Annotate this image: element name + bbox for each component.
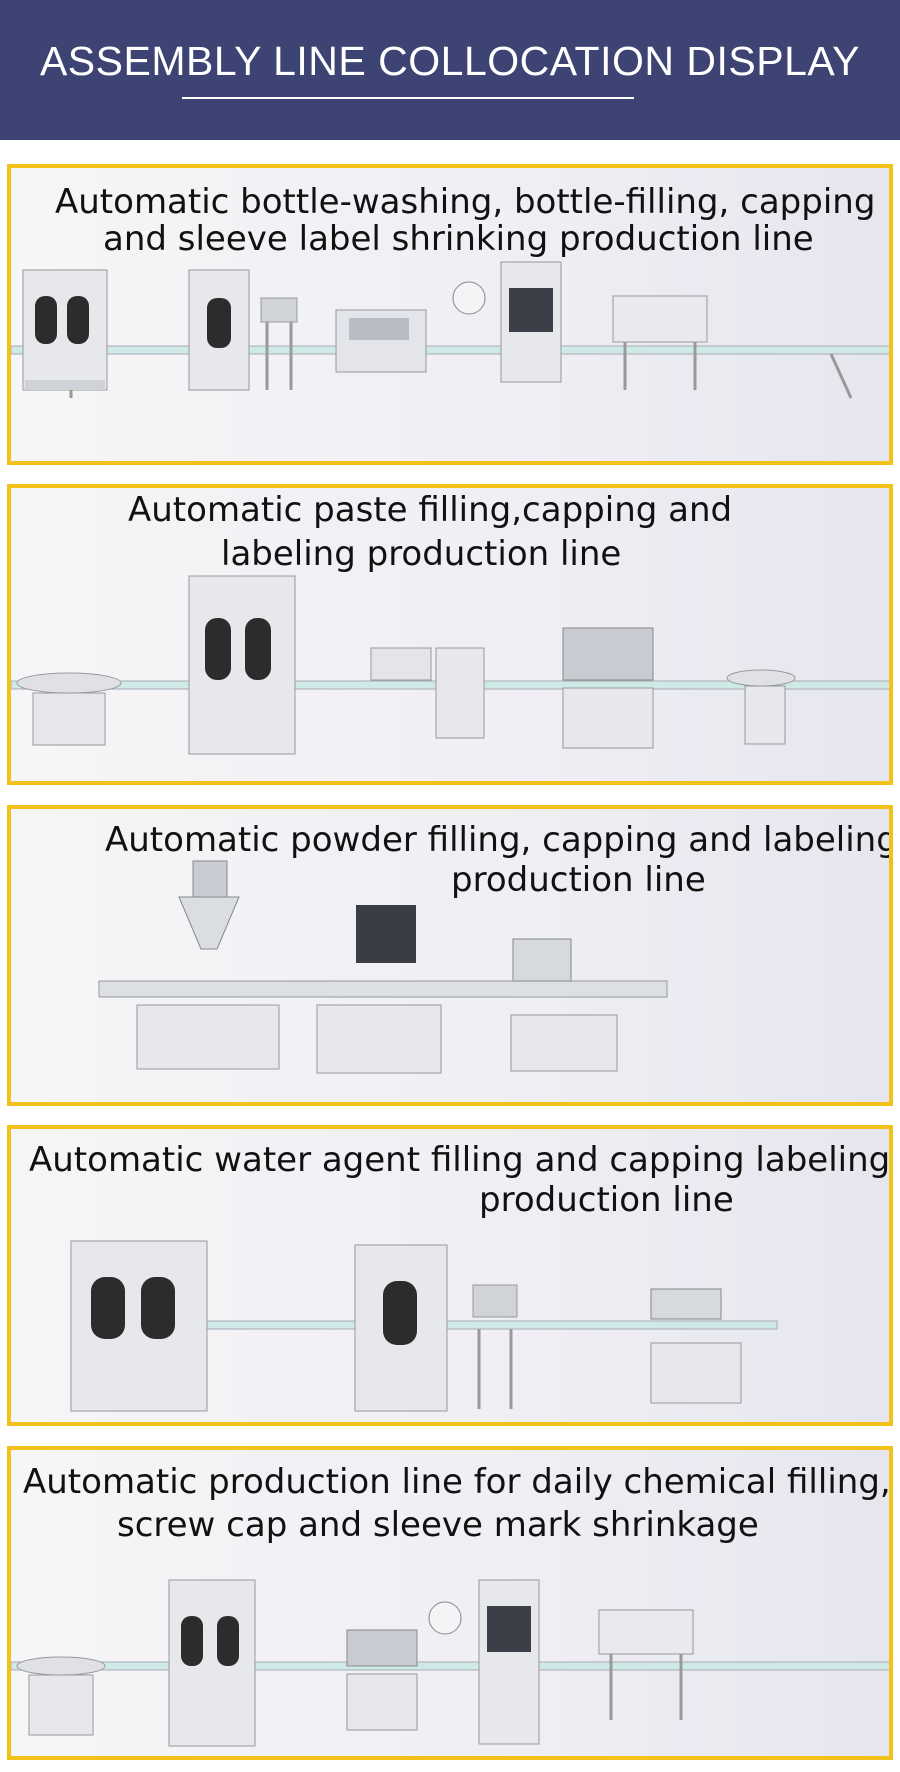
production-line-illustration: [70, 1240, 778, 1412]
production-line-panel-1: Automatic bottle-washing, bottle-filling…: [7, 164, 893, 465]
production-line-illustration: [11, 1579, 889, 1747]
labeling-machine-icon: [452, 261, 562, 383]
turntable-icon: [16, 672, 122, 746]
panel-title-line-1: Automatic powder filling, capping and la…: [105, 820, 893, 860]
panel-title-line-2: production line: [451, 860, 706, 900]
capping-machine-icon: [354, 1244, 448, 1412]
panel-title-line-1: Automatic paste filling,capping and: [128, 490, 733, 530]
turntable-icon: [726, 669, 796, 745]
page-title: ASSEMBLY LINE COLLOCATION DISPLAY: [39, 38, 861, 84]
panel-title-line-2: screw cap and sleeve mark shrinkage: [117, 1505, 759, 1545]
capping-machine-icon: [335, 309, 427, 373]
filling-machine-icon: [22, 269, 108, 391]
shrink-tunnel-icon: [612, 295, 708, 390]
cap-feeder-icon: [472, 1284, 518, 1409]
panel-title-line-1: Automatic bottle-washing, bottle-filling…: [55, 182, 876, 222]
labeling-machine-icon: [650, 1288, 742, 1404]
panel-title-line-2: production line: [479, 1180, 734, 1220]
production-line-illustration: [98, 860, 668, 1074]
capping-machine-icon: [370, 647, 485, 739]
capping-machine-icon: [346, 1629, 418, 1731]
panel-title-line-1: Automatic production line for daily chem…: [23, 1462, 891, 1502]
shrink-tunnel-icon: [598, 1609, 694, 1720]
powder-filler-icon: [136, 860, 280, 1070]
filling-machine-icon: [70, 1240, 208, 1412]
production-line-panel-3: Automatic powder filling, capping and la…: [7, 805, 893, 1106]
panel-title-line-2: and sleeve label shrinking production li…: [103, 219, 814, 259]
labeling-machine-icon: [428, 1579, 540, 1745]
panel-title-line-2: labeling production line: [221, 534, 622, 574]
cap-feeder-icon: [260, 297, 298, 390]
production-line-illustration: [11, 575, 889, 755]
conveyor-icon: [11, 345, 889, 399]
turntable-icon: [16, 1656, 106, 1736]
panel-title-line-1: Automatic water agent filling and cappin…: [29, 1140, 891, 1180]
conveyor-icon: [98, 980, 668, 998]
production-line-panel-5: Automatic production line for daily chem…: [7, 1446, 893, 1760]
header-divider: [182, 97, 634, 99]
production-line-illustration: [11, 261, 889, 399]
capping-machine-icon: [316, 905, 442, 1074]
conveyor-icon: [11, 1661, 889, 1671]
filling-machine-icon: [188, 575, 296, 755]
labeling-machine-icon: [510, 938, 618, 1072]
capping-machine-icon: [562, 627, 654, 749]
filling-machine-icon: [168, 1579, 256, 1747]
filling-machine-icon: [188, 269, 250, 391]
production-line-panel-2: Automatic paste filling,capping and labe…: [7, 484, 893, 785]
conveyor-icon: [206, 1320, 778, 1330]
page-header: ASSEMBLY LINE COLLOCATION DISPLAY: [0, 0, 900, 140]
production-line-panel-4: Automatic water agent filling and cappin…: [7, 1125, 893, 1426]
